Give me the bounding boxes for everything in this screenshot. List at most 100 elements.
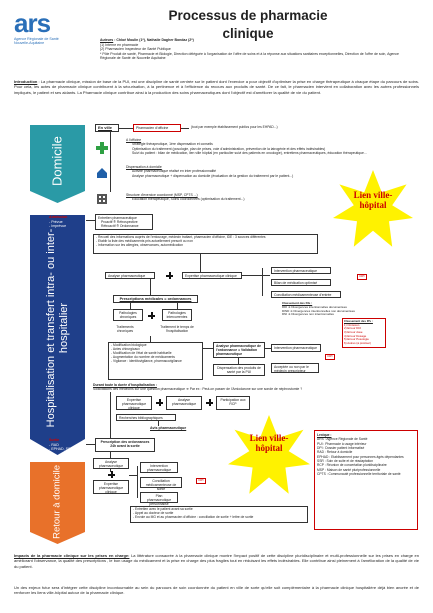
analyse2-box: Analyse pharmaceutique bbox=[166, 396, 202, 410]
sortie-intervention-box: Intervention pharmaceutique bbox=[140, 462, 178, 473]
durant-text: Sollicitations des médecins sur une ques… bbox=[93, 387, 303, 392]
plus-icon bbox=[206, 399, 213, 406]
entretien-title: Entretien pharmaceutique bbox=[98, 216, 137, 220]
star-lien-ville-hopital-2 bbox=[228, 415, 310, 497]
arrow bbox=[242, 275, 270, 276]
modif-box: - Modification biologique - Actes chirur… bbox=[108, 342, 203, 380]
classement-item: DDI ➔ Divergences intentionnelles docume… bbox=[282, 304, 347, 309]
trait-temps: Traitement le temps de l'hospitalisation bbox=[160, 325, 194, 334]
lexique-item: PUI : Pharmacie à usage intérieur bbox=[317, 441, 367, 446]
classement-ip-item: 3) Erreur dose bbox=[344, 329, 363, 334]
intervention2-box: Intervention pharmaceutique bbox=[271, 344, 321, 352]
conciliation-box: Conciliation médicamenteuse d'entrée bbox=[271, 291, 341, 298]
analyse-ordo-box: Analyse pharmaceutique de l'ordonnance =… bbox=[213, 342, 265, 358]
star-label-1: Lien ville-hôpital bbox=[353, 190, 393, 210]
modif-item: - Vigilance : identitovigilance, pharmac… bbox=[111, 358, 182, 363]
prescription-sortie-title: Prescription des ordonnances bbox=[100, 440, 150, 444]
building-icon bbox=[96, 192, 108, 204]
affiliation-1: (1) Interne en pharmacie bbox=[100, 42, 139, 47]
authors-names: : Chloé Moulin (1*), Nathalie Dagher Bon… bbox=[113, 38, 194, 42]
classement-di: Classement des DIs : DDI ➔ Divergences i… bbox=[282, 301, 392, 317]
connector bbox=[158, 421, 159, 426]
classement-ip-item: 2) Erreur DCI bbox=[344, 326, 362, 331]
entretien-item: Rétroactif ® Ordonnance bbox=[101, 224, 139, 229]
expertise-box: Expertise pharmaceutique clinique bbox=[182, 272, 242, 279]
modif-item: - Actes chirurgicaux bbox=[111, 346, 140, 351]
authors-label: Auteurs bbox=[100, 38, 114, 42]
page-title: Processus de pharmacie clinique bbox=[168, 8, 328, 41]
connector bbox=[130, 303, 131, 309]
durant-title: Durant toute la durée d'hospitalisation … bbox=[93, 383, 157, 387]
lexique-item: SSR : Soin de suite et de réadaptation bbox=[317, 459, 374, 464]
sidebar-retour: Retour à domicile bbox=[30, 462, 85, 544]
star-label-2: Lien ville-hôpital bbox=[249, 433, 289, 453]
acceptee-box: Acceptée ou non par le médecin prescript… bbox=[271, 363, 319, 373]
logo-sub2: Nouvelle-Aquitaine bbox=[14, 41, 45, 46]
affiliation-2: (2) Pharmacien Inspecteur de Santé Publi… bbox=[100, 47, 171, 52]
admission-label: Admission bbox=[49, 215, 68, 219]
logo-letters: ars bbox=[14, 8, 51, 38]
admission-item: - Prévue bbox=[49, 219, 63, 224]
avis: Avis pharmaceutique bbox=[150, 426, 187, 430]
entretien-item: Proactif ® Rétrospective bbox=[101, 220, 138, 225]
plus-icon bbox=[156, 399, 163, 406]
arrow bbox=[181, 128, 189, 129]
arrow bbox=[265, 348, 271, 349]
prescription-sortie-sub: 24h avant la sortie bbox=[110, 444, 140, 449]
connector bbox=[137, 466, 138, 498]
impacts-label: Impacts de la pharmacie clinique sur les… bbox=[14, 553, 130, 558]
sidebar-label-hospital: Hospitalisation et transfert intra- ou i… bbox=[45, 228, 70, 428]
dispensation-box: Dispensation des produits de santé par l… bbox=[213, 364, 265, 376]
dpi-badge: DPI bbox=[196, 478, 207, 484]
domicile-block: Dispensation à domicile Activité pharmac… bbox=[126, 165, 416, 178]
en-ville-box: En ville bbox=[95, 124, 119, 132]
classement-ip: Classement des IPs : 1) Omission 2) Erre… bbox=[342, 318, 386, 348]
connector bbox=[262, 268, 263, 296]
recueil-item: - Etablir la liste des médicaments pris … bbox=[96, 238, 193, 243]
modif-item: - Modification biologique bbox=[111, 343, 147, 347]
impacts-block: Impacts de la pharmacie clinique sur les… bbox=[14, 553, 419, 569]
connector bbox=[110, 452, 111, 458]
note-ehpa: (tout par exemple établissement publics … bbox=[191, 125, 278, 129]
lexique-item: RAD : Retour à domicile bbox=[317, 450, 353, 455]
exercice-item: Education thérapeutique, Soins coordonné… bbox=[132, 197, 245, 202]
recueil-item: - Information sur les allergies, observa… bbox=[96, 242, 184, 247]
lexique-item: DPI : Dossier patient informatisé bbox=[317, 446, 365, 451]
impacts-text: La littérature consacrée à la pharmacie … bbox=[14, 553, 419, 569]
plus-icon bbox=[148, 312, 155, 319]
patho-inter-box: Pathologies intercurrentes bbox=[162, 309, 192, 321]
connector bbox=[110, 132, 111, 192]
sortie-analyse-box: Analyse pharmaceutique bbox=[93, 458, 129, 469]
recueil-item: - Recueil des informations auprès de l'e… bbox=[96, 235, 266, 239]
classement-ip-item: 1) Omission bbox=[344, 322, 360, 327]
modif-item: - Augmentation du nombre de médicaments bbox=[111, 354, 175, 359]
officine-block: A l'officine Stratégie thérapeutique, 1è… bbox=[126, 138, 416, 156]
dpi-badge: DPI bbox=[325, 354, 336, 360]
classement-title: Classement des DIs : bbox=[282, 301, 313, 305]
lexique-item: RCP : Réunion de concertation pluridisci… bbox=[317, 463, 387, 468]
arrow bbox=[86, 444, 95, 445]
officine-item: Suivi du patient : bilan de médication, … bbox=[132, 151, 367, 156]
recherches-box: Recherches bibliographiques bbox=[116, 414, 176, 421]
intervention-box: Intervention pharmaceutique bbox=[271, 267, 331, 274]
impacts-text-2: Un des enjeux futur sera d'intégrer cett… bbox=[14, 585, 419, 596]
bilan-box: Bilan de médication optimisé bbox=[271, 279, 331, 286]
trait-chron: Traitements chroniques bbox=[116, 325, 134, 334]
classement-item: DNI ➔ Divergences non intentionnelles bbox=[282, 312, 334, 317]
sortie-expertise-box: Expertise pharmaceutique clinique bbox=[93, 480, 129, 494]
domicile-item: Activité pharmaceutique réalisé en inter… bbox=[132, 169, 217, 174]
logo-sub1: Agence Régionale de Santé bbox=[14, 37, 59, 41]
officine-item: Stratégie thérapeutique, 1ère dispensati… bbox=[132, 142, 213, 147]
arrow bbox=[119, 128, 133, 129]
admission-item: - Imprévue bbox=[49, 224, 67, 229]
sortie-item: - RAD bbox=[49, 442, 59, 447]
officine-icon bbox=[96, 142, 108, 154]
intro-text: : La pharmacie clinique, mission de base… bbox=[14, 79, 419, 95]
prescriptions-box: Prescriptions médicales = ordonnances bbox=[113, 295, 198, 303]
exercice-block: Structure d'exercice coordonné (MSP, CPT… bbox=[126, 193, 416, 202]
connector bbox=[150, 279, 151, 295]
sortie-entretien-item: - Entretien avec le patient avant sa sor… bbox=[133, 507, 193, 511]
connector bbox=[110, 392, 111, 472]
sortie-conciliation-box: Conciliation médicamenteuse de sortie bbox=[140, 477, 182, 491]
star-lien-ville-hopital-1 bbox=[333, 170, 413, 250]
